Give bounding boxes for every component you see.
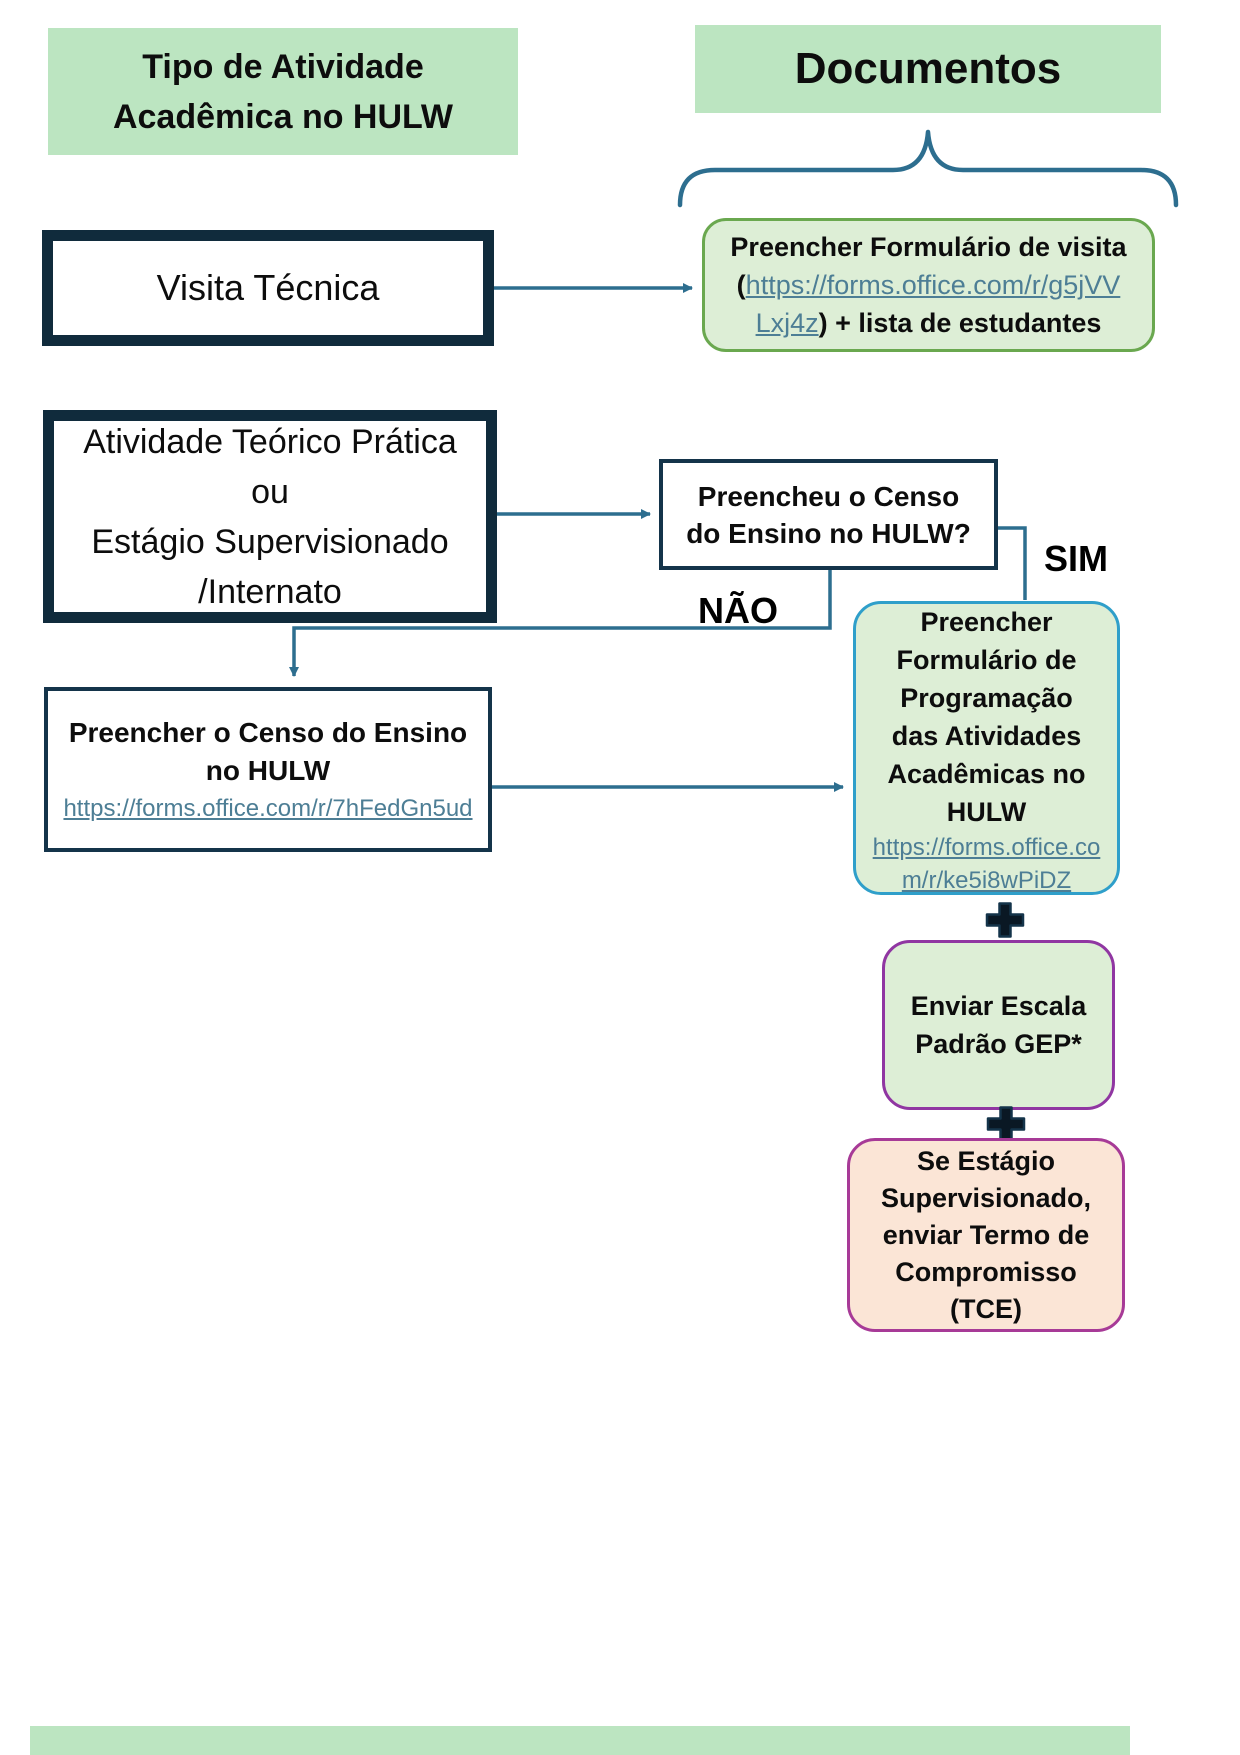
programacao-line1: Preencher [920,607,1053,637]
atividade-box: Atividade Teórico Prática ou Estágio Sup… [43,410,497,623]
branch-label-nao: NÃO [698,590,778,631]
tce-box: Se Estágio Supervisionado, enviar Termo … [847,1138,1125,1332]
tce-line5: (TCE) [950,1293,1022,1324]
visita-tecnica-label: Visita Técnica [156,267,380,308]
censo-title-line2: no HULW [205,754,331,786]
escala-line2: Padrão GEP* [915,1029,1082,1059]
visita-doc-box: Preencher Formulário de visita (https://… [702,218,1155,352]
visita-doc-title: Preencher Formulário de visita [730,232,1127,262]
escala-line1: Enviar Escala [910,991,1087,1021]
atividade-line2: ou [251,472,289,511]
visita-form-link-part2[interactable]: Lxj4z [755,308,819,338]
programacao-box: Preencher Formulário de Programação das … [853,601,1120,895]
escala-box: Enviar Escala Padrão GEP* [882,940,1115,1110]
censo-question-line2: do Ensino no HULW? [686,517,971,549]
plus-icon [985,902,1025,938]
tce-line2: Supervisionado, [880,1182,1092,1213]
programacao-line2: Formulário de [896,645,1077,675]
censo-question-line1: Preencheu o Censo [697,480,960,512]
tce-line1: Se Estágio [916,1145,1056,1176]
column-header-documents: Documentos [695,25,1161,113]
atividade-line3: Estágio Supervisionado [91,522,449,561]
programacao-form-link-line2[interactable]: m/r/ke5i8wPiDZ [901,867,1072,894]
plus-icon [986,1106,1026,1142]
activity-type-header-line2: Acadêmica no HULW [112,97,454,136]
tce-line3: enviar Termo de [882,1219,1090,1250]
atividade-line1: Atividade Teórico Prática [83,422,457,461]
censo-form-link[interactable]: https://forms.office.com/r/7hFedGn5ud [63,794,473,822]
visita-doc-link-line2: Lxj4z) + lista de estudantes [756,304,1102,342]
visita-form-link-part1[interactable]: https://forms.office.com/r/g5jVV [745,270,1121,300]
visita-tecnica-box: Visita Técnica [42,230,494,346]
atividade-line4: /Internato [198,572,342,611]
documents-brace [677,129,1179,208]
visita-doc-link-line1: (https://forms.office.com/r/g5jVV [737,266,1121,304]
censo-question-box: Preencheu o Censo do Ensino no HULW? [659,459,998,570]
programacao-line3: Programação [900,683,1073,713]
programacao-line4: das Atividades [891,721,1082,751]
visita-doc-open-paren: ( [736,270,746,300]
activity-type-header-line1: Tipo de Atividade [142,47,424,86]
programacao-line5: Acadêmicas no [887,759,1086,789]
visita-doc-after-link: ) + lista de estudantes [818,308,1102,338]
programacao-form-link-line1[interactable]: https://forms.office.co [872,834,1101,861]
column-header-activity-type: Tipo de Atividade Acadêmica no HULW [48,28,518,155]
censo-title-line1: Preencher o Censo do Ensino [68,716,468,748]
documents-header-label: Documentos [794,44,1062,93]
connector-sim-to-programacao [998,526,1027,600]
branch-label-sim: SIM [1044,538,1109,579]
programacao-line6: HULW [946,797,1027,827]
censo-box: Preencher o Censo do Ensino no HULW http… [44,687,492,852]
bottom-section-bar [30,1726,1130,1755]
tce-line4: Compromisso [895,1256,1077,1287]
